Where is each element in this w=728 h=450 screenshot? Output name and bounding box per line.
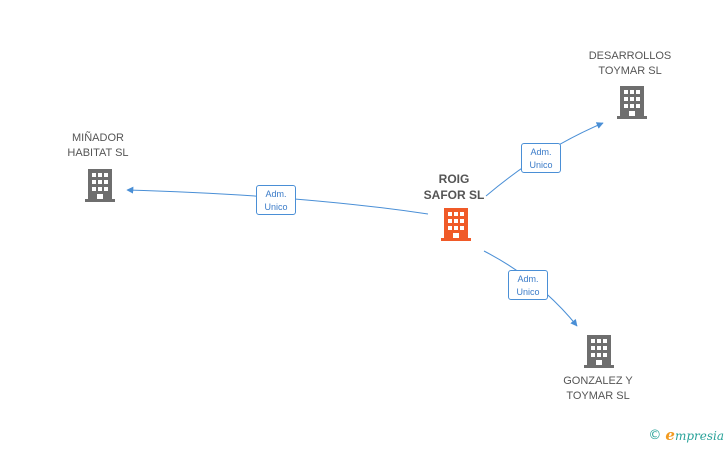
center-node-label: ROIG SAFOR SL — [410, 171, 498, 203]
node-label-minador: MIÑADOR HABITAT SL — [50, 131, 146, 161]
edge-label-desarrollos: Adm. Unico — [521, 143, 561, 173]
empresia-watermark: © empresia — [648, 426, 724, 444]
node-desarrollos-name-line-2: TOYMAR SL — [598, 65, 662, 77]
edge-gonzalez-label-line-2: Unico — [516, 287, 540, 297]
center-building-icon[interactable] — [440, 206, 472, 242]
desarrollos-building-icon[interactable] — [616, 84, 648, 120]
node-minador-name-line-1: MIÑADOR — [72, 132, 124, 144]
edge-label-gonzalez: Adm. Unico — [508, 270, 548, 300]
copyright-symbol: © — [648, 427, 662, 443]
edge-gonzalez-label-line-1: Adm. — [517, 274, 539, 284]
minador-building-icon[interactable] — [84, 167, 116, 203]
gonzalez-building-icon[interactable] — [583, 333, 615, 369]
node-gonzalez-name-line-2: TOYMAR SL — [566, 390, 630, 402]
edge-desarrollos-label-line-2: Unico — [529, 160, 553, 170]
node-gonzalez-name-line-1: GONZALEZ Y — [563, 375, 633, 387]
node-desarrollos-name-line-1: DESARROLLOS — [588, 50, 672, 62]
edge-label-minador: Adm. Unico — [256, 185, 296, 215]
center-node-name-line-2: SAFOR SL — [423, 188, 485, 202]
node-minador-name-line-2: HABITAT SL — [67, 147, 129, 159]
node-label-desarrollos: DESARROLLOS TOYMAR SL — [575, 49, 685, 79]
node-label-gonzalez: GONZALEZ Y TOYMAR SL — [545, 374, 651, 404]
brand-logo-text: mpresia — [674, 429, 724, 443]
edge-minador-label-line-2: Unico — [264, 202, 288, 212]
brand-logo: empresia — [665, 426, 724, 444]
brand-logo-initial: e — [665, 426, 675, 444]
edge-desarrollos-label-line-1: Adm. — [530, 147, 552, 157]
center-node-name-line-1: ROIG — [438, 172, 470, 186]
edge-minador-label-line-1: Adm. — [265, 189, 287, 199]
